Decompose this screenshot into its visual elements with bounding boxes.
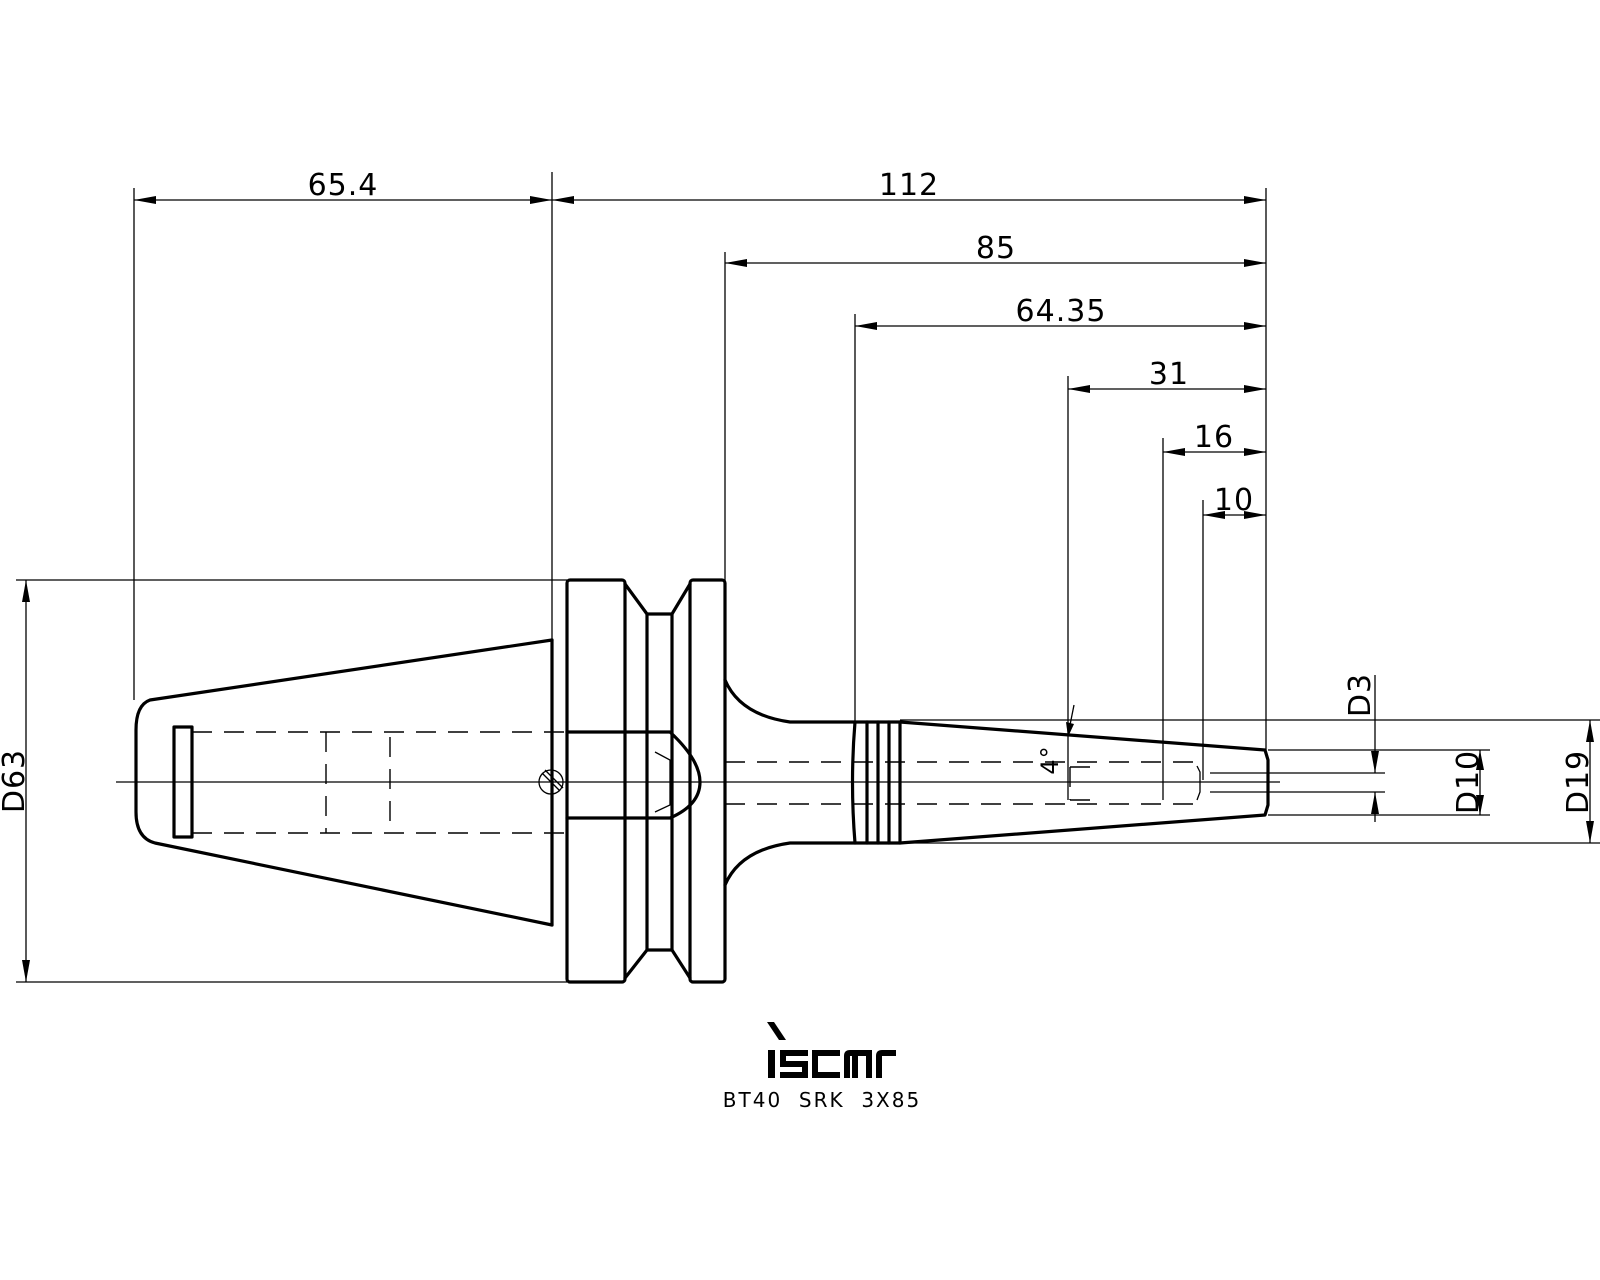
iscar-logo — [767, 1022, 896, 1078]
dim-d63: D63 — [0, 749, 32, 813]
dim-16: 16 — [1194, 420, 1234, 455]
dim-65-4: 65.4 — [308, 168, 379, 203]
dim-31: 31 — [1149, 357, 1189, 392]
dim-d3: D3 — [1343, 673, 1378, 717]
model-caption: BT40 SRK 3X85 — [723, 1088, 921, 1112]
dim-10: 10 — [1214, 483, 1254, 518]
dim-85: 85 — [976, 231, 1016, 266]
tool-holder-outline — [134, 578, 1270, 984]
dim-angle: 4° — [1036, 745, 1064, 774]
dim-112: 112 — [879, 168, 939, 203]
dim-64-35: 64.35 — [1016, 294, 1107, 329]
dim-d19: D19 — [1561, 750, 1596, 814]
dim-d10: D10 — [1451, 750, 1486, 814]
extension-lines — [16, 172, 1600, 983]
dimension-lines — [22, 196, 1594, 982]
